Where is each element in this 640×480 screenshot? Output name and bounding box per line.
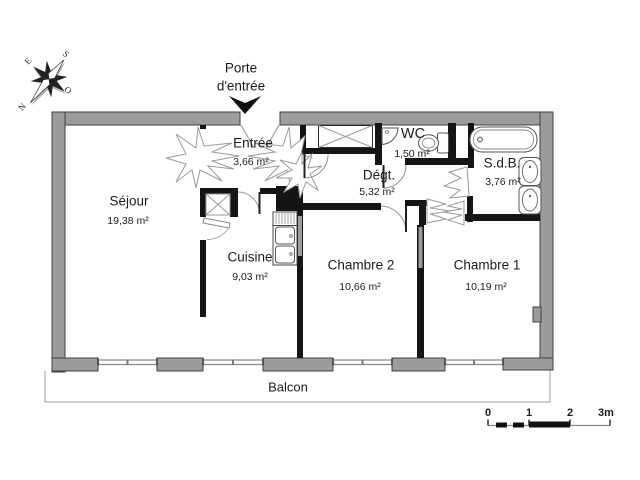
room-label-chambre2: Chambre 2 [327,257,395,273]
room-area-degt: 5,32 m² [359,186,395,198]
room-area-chambre2: 10,66 m² [339,281,381,293]
opening-degt-chambre1 [426,198,465,226]
entry-annotation-line1: Porte [224,60,258,76]
toilet [418,132,449,154]
entry-annotation-line2: d'entrée [216,78,266,94]
balcony-outline [44,370,551,403]
scale-tick-3m: 3m [598,407,614,419]
wc-corner-basin [381,127,399,146]
entry-arrow-icon [229,96,261,114]
room-label-cuisine: Cuisine [227,249,273,265]
partition-light-segments [298,216,423,268]
room-label-degt: Dégt. [362,167,396,183]
closet-entree [318,125,373,148]
kitchen-sink-unit [272,211,298,266]
room-label-entree: Entrée [233,135,273,151]
room-area-entree: 3,66 m² [233,156,269,168]
scale-tick-1: 1 [525,407,533,419]
room-area-wc: 1,50 m² [394,148,430,160]
room-area-sejour: 19,38 m² [107,215,149,227]
scale-tick-0: 0 [484,407,492,419]
compass-rose-icon [30,59,68,106]
room-label-wc: WC [400,126,426,142]
balcony-label: Balcon [268,379,308,395]
opening-degt-sdb [442,166,470,199]
room-label-sejour: Séjour [109,193,149,209]
room-area-chambre1: 10,19 m² [465,281,507,293]
door-leaves [258,154,407,232]
scale-bar [487,419,611,428]
room-area-sdb: 3,76 m² [485,176,521,188]
scale-tick-2: 2 [566,407,574,419]
room-area-cuisine: 9,03 m² [232,271,268,283]
window-end-ticks [97,358,504,366]
entry-door-funnel [240,124,280,149]
interior-walls [200,123,540,358]
room-label-sdb: S.d.B. [483,155,521,171]
room-label-chambre1: Chambre 1 [453,257,521,273]
bathtub [469,126,538,153]
bathroom-sinks [518,157,542,215]
opening-entree-degt [275,151,323,199]
closet-door-leaf [202,217,231,229]
closet-cuisine [202,193,231,241]
